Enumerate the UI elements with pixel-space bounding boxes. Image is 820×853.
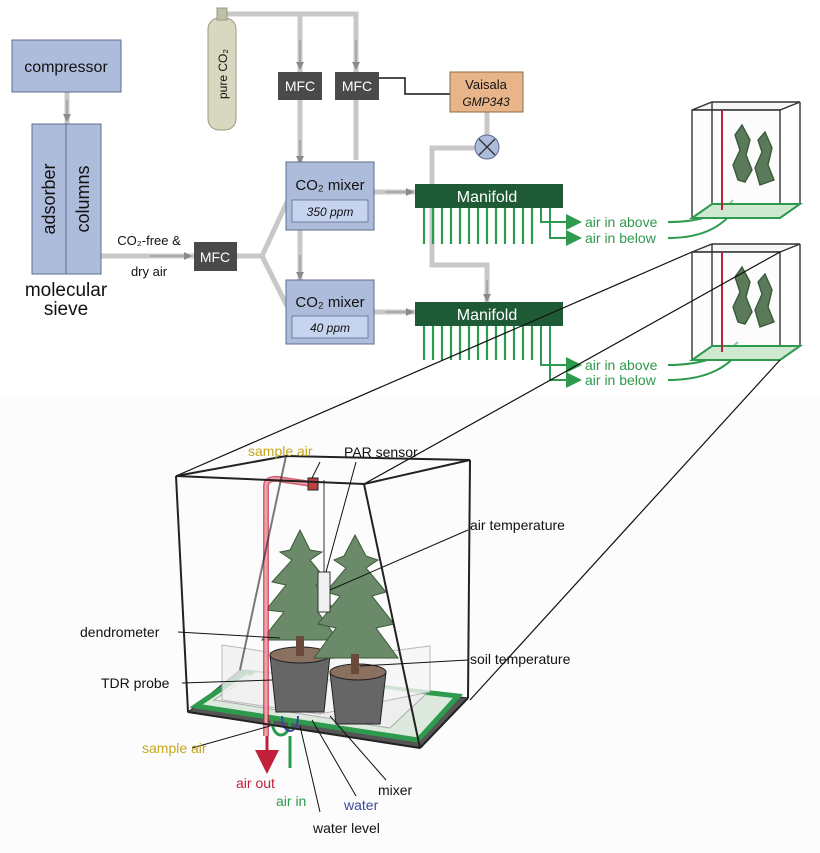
co2-mixer-top: CO₂ mixer 350 ppm — [285, 161, 375, 231]
mixer-top-ppm: 350 ppm — [307, 205, 354, 219]
background-stripes — [0, 395, 820, 853]
air-out-label: air out — [236, 775, 275, 791]
manifold-top: Manifold — [415, 184, 563, 208]
molecular-sieve-label-line1: molecular — [25, 280, 108, 301]
air-in-below-2: air in below — [585, 372, 657, 388]
vaisala-box: Vaisala GMP343 — [449, 71, 524, 113]
mfc-main: MFC — [194, 242, 237, 271]
manifold-bottom-label: Manifold — [457, 307, 517, 324]
water-level-label: water level — [312, 820, 380, 836]
small-chamber-top — [688, 101, 804, 219]
compressor-box: compressor — [11, 39, 122, 93]
sample-air-bottom-label: sample air — [142, 740, 207, 756]
mixer-bottom-title: CO₂ mixer — [295, 294, 364, 311]
manifold-top-label: Manifold — [457, 189, 517, 206]
mfc-main-label: MFC — [200, 249, 230, 265]
compressor-label: compressor — [24, 59, 108, 76]
mfc-2-label: MFC — [342, 78, 372, 94]
mfc-1-label: MFC — [285, 78, 315, 94]
co2-cylinder: pure CO₂ — [207, 7, 237, 131]
molecular-sieve-label-line2: sieve — [44, 299, 88, 320]
dendrometer-label: dendrometer — [80, 624, 160, 640]
manifold-bottom: Manifold — [415, 302, 563, 326]
air-in-below-1: air in below — [585, 230, 657, 246]
vaisala-model: GMP343 — [462, 95, 510, 109]
air-temperature-label: air temperature — [470, 517, 565, 533]
adsorber-columns: adsorber columns — [31, 123, 102, 275]
pure-co2-label: pure CO₂ — [216, 49, 230, 99]
co2-free-label-line1: CO₂-free & — [117, 233, 181, 248]
mixer-label: mixer — [378, 782, 413, 798]
co2-mixer-bottom: CO₂ mixer 40 ppm — [285, 279, 375, 345]
valve-icon — [474, 134, 500, 160]
zoom-lines — [175, 251, 781, 701]
mfc-2: MFC — [335, 72, 379, 100]
columns-label: columns — [73, 165, 93, 232]
mixer-top-title: CO₂ mixer — [295, 177, 364, 194]
callout-lines — [177, 461, 469, 813]
signal-wire — [379, 77, 450, 95]
co2-free-label-line2: dry air — [131, 264, 168, 279]
par-sensor-label: PAR sensor — [344, 444, 418, 460]
soil-temperature-label: soil temperature — [470, 651, 571, 667]
air-in-above-1: air in above — [585, 214, 658, 230]
vaisala-label: Vaisala — [465, 77, 507, 92]
small-chamber-bottom — [688, 243, 804, 361]
tdr-probe-label: TDR probe — [101, 675, 170, 691]
water-label: water — [343, 797, 379, 813]
sample-air-top-label: sample air — [248, 443, 313, 459]
mixer-bottom-ppm: 40 ppm — [310, 321, 350, 335]
air-in-above-2: air in above — [585, 357, 658, 373]
manifold-outlets — [422, 208, 534, 360]
adsorber-label: adsorber — [39, 163, 59, 234]
air-in-label: air in — [276, 793, 306, 809]
pipe-arrows — [63, 40, 491, 316]
mfc-1: MFC — [278, 72, 322, 100]
large-chamber — [175, 454, 471, 774]
